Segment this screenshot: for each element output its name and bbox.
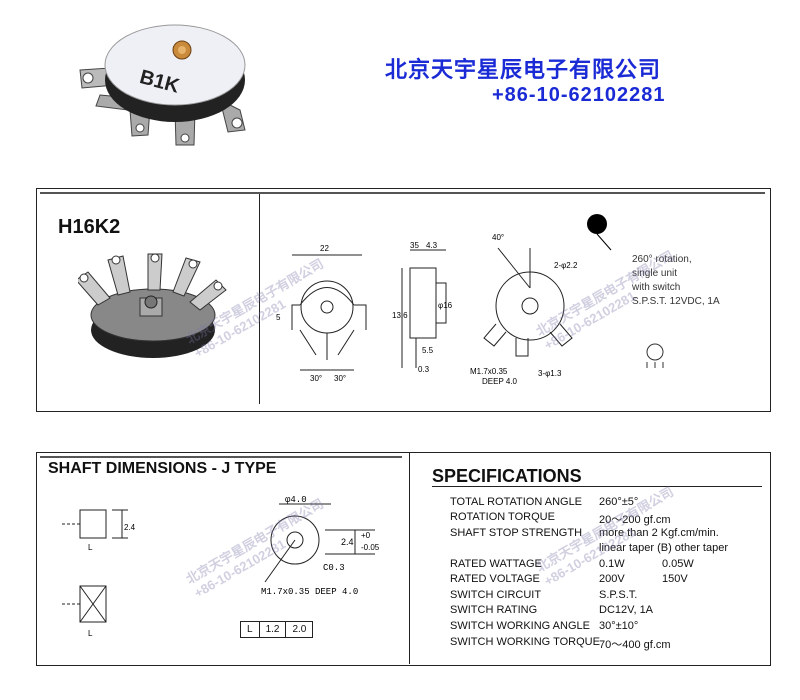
- product-photo: B1K: [79, 24, 246, 146]
- schematic-symbol: [646, 343, 664, 368]
- shaft-side-drawing-bottom: L: [62, 585, 107, 638]
- dim-phi16: φ16: [438, 301, 453, 310]
- angle-40: 40°: [492, 233, 504, 242]
- shaft-tol-plus: +0: [361, 531, 371, 540]
- spec-row-name: SHAFT STOP STRENGTH: [450, 527, 583, 539]
- spec-row-v1: 260°±5°: [599, 496, 639, 508]
- spec-row-name: SWITCH WORKING ANGLE: [450, 620, 590, 632]
- shaft-rule: [40, 456, 402, 458]
- angle-30a: 30°: [310, 374, 322, 383]
- spec-row-name: SWITCH RATING: [450, 604, 538, 616]
- note-line-2: single unit: [632, 268, 678, 279]
- spec-row-name: RATED VOLTAGE: [450, 573, 540, 585]
- front-view-drawing: 22 5 30° 30°: [276, 244, 367, 383]
- spec-row-v1: 70～400 gf.cm: [599, 639, 671, 651]
- spec-row-v2: 0.05W: [662, 558, 694, 570]
- spec-row-v1: linear taper (B) other taper: [599, 542, 729, 554]
- bottom-band: [36, 452, 771, 666]
- note-line-1: 260° rotation,: [632, 254, 692, 265]
- shaft-side-24: 2.4: [124, 523, 136, 532]
- spec-row-v1: 30°±10°: [599, 620, 639, 632]
- rear-view-drawing: 40° 2-φ2.2 M1.7x0.35 DEEP 4.0 3-φ1.3: [470, 233, 578, 386]
- spec-row-v1: 0.1W: [599, 558, 625, 570]
- spec-title: SPECIFICATIONS: [432, 466, 582, 486]
- hole-22: 2-φ2.2: [554, 261, 578, 270]
- dim-width: 22: [320, 244, 329, 253]
- shaft-m17: M1.7x0.35 DEEP 4.0: [261, 587, 358, 597]
- top-band-divider: [259, 192, 260, 404]
- dim-35: 35: [410, 241, 419, 250]
- company-phone: +86-10-62102281: [492, 84, 666, 106]
- bottom-band-divider: [409, 452, 410, 664]
- spec-row-name: SWITCH WORKING TORQUE: [450, 636, 600, 648]
- shaft-end-drawing: φ4.0 2.4 +0 -0.05 C0.3 M1.7x0.35 DEEP 4.…: [261, 495, 380, 597]
- spec-row-name: TOTAL ROTATION ANGLE: [450, 496, 583, 508]
- thread-deep: DEEP 4.0: [482, 377, 518, 386]
- switch-symbol-dot: [587, 214, 612, 251]
- spec-row-v1: S.P.S.T.: [599, 589, 638, 601]
- note-line-4: S.P.S.T. 12VDC, 1A: [632, 296, 720, 307]
- thread-m17: M1.7x0.35: [470, 367, 508, 376]
- dim-136: 13.6: [392, 311, 408, 320]
- length-table-v1: 1.2: [260, 622, 287, 637]
- length-table-head: L: [241, 622, 260, 637]
- shaft-dim24: 2.4: [341, 537, 354, 547]
- spec-row-name: RATED WATTAGE: [450, 558, 542, 570]
- shaft-phi40: φ4.0: [285, 495, 307, 505]
- spec-row-v1: 200V: [599, 573, 625, 585]
- shaft-side-l-2: L: [88, 629, 93, 638]
- potentiometer-drawing: [78, 253, 227, 358]
- shaft-tol-minus: -0.05: [361, 543, 380, 552]
- shaft-side-l: L: [88, 543, 93, 552]
- spec-row-name: SWITCH CIRCUIT: [450, 589, 542, 601]
- hole-13: 3-φ1.3: [538, 369, 562, 378]
- angle-30b: 30°: [334, 374, 346, 383]
- spec-row-v1: more than 2 Kgf.cm/min.: [599, 527, 719, 539]
- length-table: L 1.2 2.0: [240, 621, 314, 638]
- side-view-drawing: 35 4.3 13.6 5.5 0.3 φ16: [392, 241, 453, 374]
- shaft-side-drawing-top: 2.4 L: [62, 509, 136, 552]
- dim-55: 5.5: [422, 346, 434, 355]
- spec-row-v2: 150V: [662, 573, 688, 585]
- spec-table: TOTAL ROTATION ANGLE 260°±5° ROTATION TO…: [450, 496, 750, 656]
- model-name: H16K2: [58, 216, 121, 238]
- top-band: [36, 188, 771, 412]
- dim-5: 5: [276, 313, 281, 322]
- note-line-3: with switch: [632, 282, 681, 293]
- spec-rule: [432, 486, 762, 487]
- spec-row-name: ROTATION TORQUE: [450, 511, 555, 523]
- spec-row-v1: DC12V, 1A: [599, 604, 654, 616]
- length-table-v2: 2.0: [292, 624, 307, 635]
- company-name: 北京天宇星辰电子有限公司: [385, 57, 662, 82]
- top-band-rule: [40, 192, 765, 194]
- shaft-c03: C0.3: [323, 563, 345, 573]
- dim-03: 0.3: [418, 365, 430, 374]
- dim-43: 4.3: [426, 241, 438, 250]
- switch-note: 260° rotation, single unit with switch S…: [632, 253, 720, 309]
- spec-row-v1: 20～200 gf.cm: [599, 514, 671, 526]
- shaft-title: SHAFT DIMENSIONS - J TYPE: [48, 460, 277, 477]
